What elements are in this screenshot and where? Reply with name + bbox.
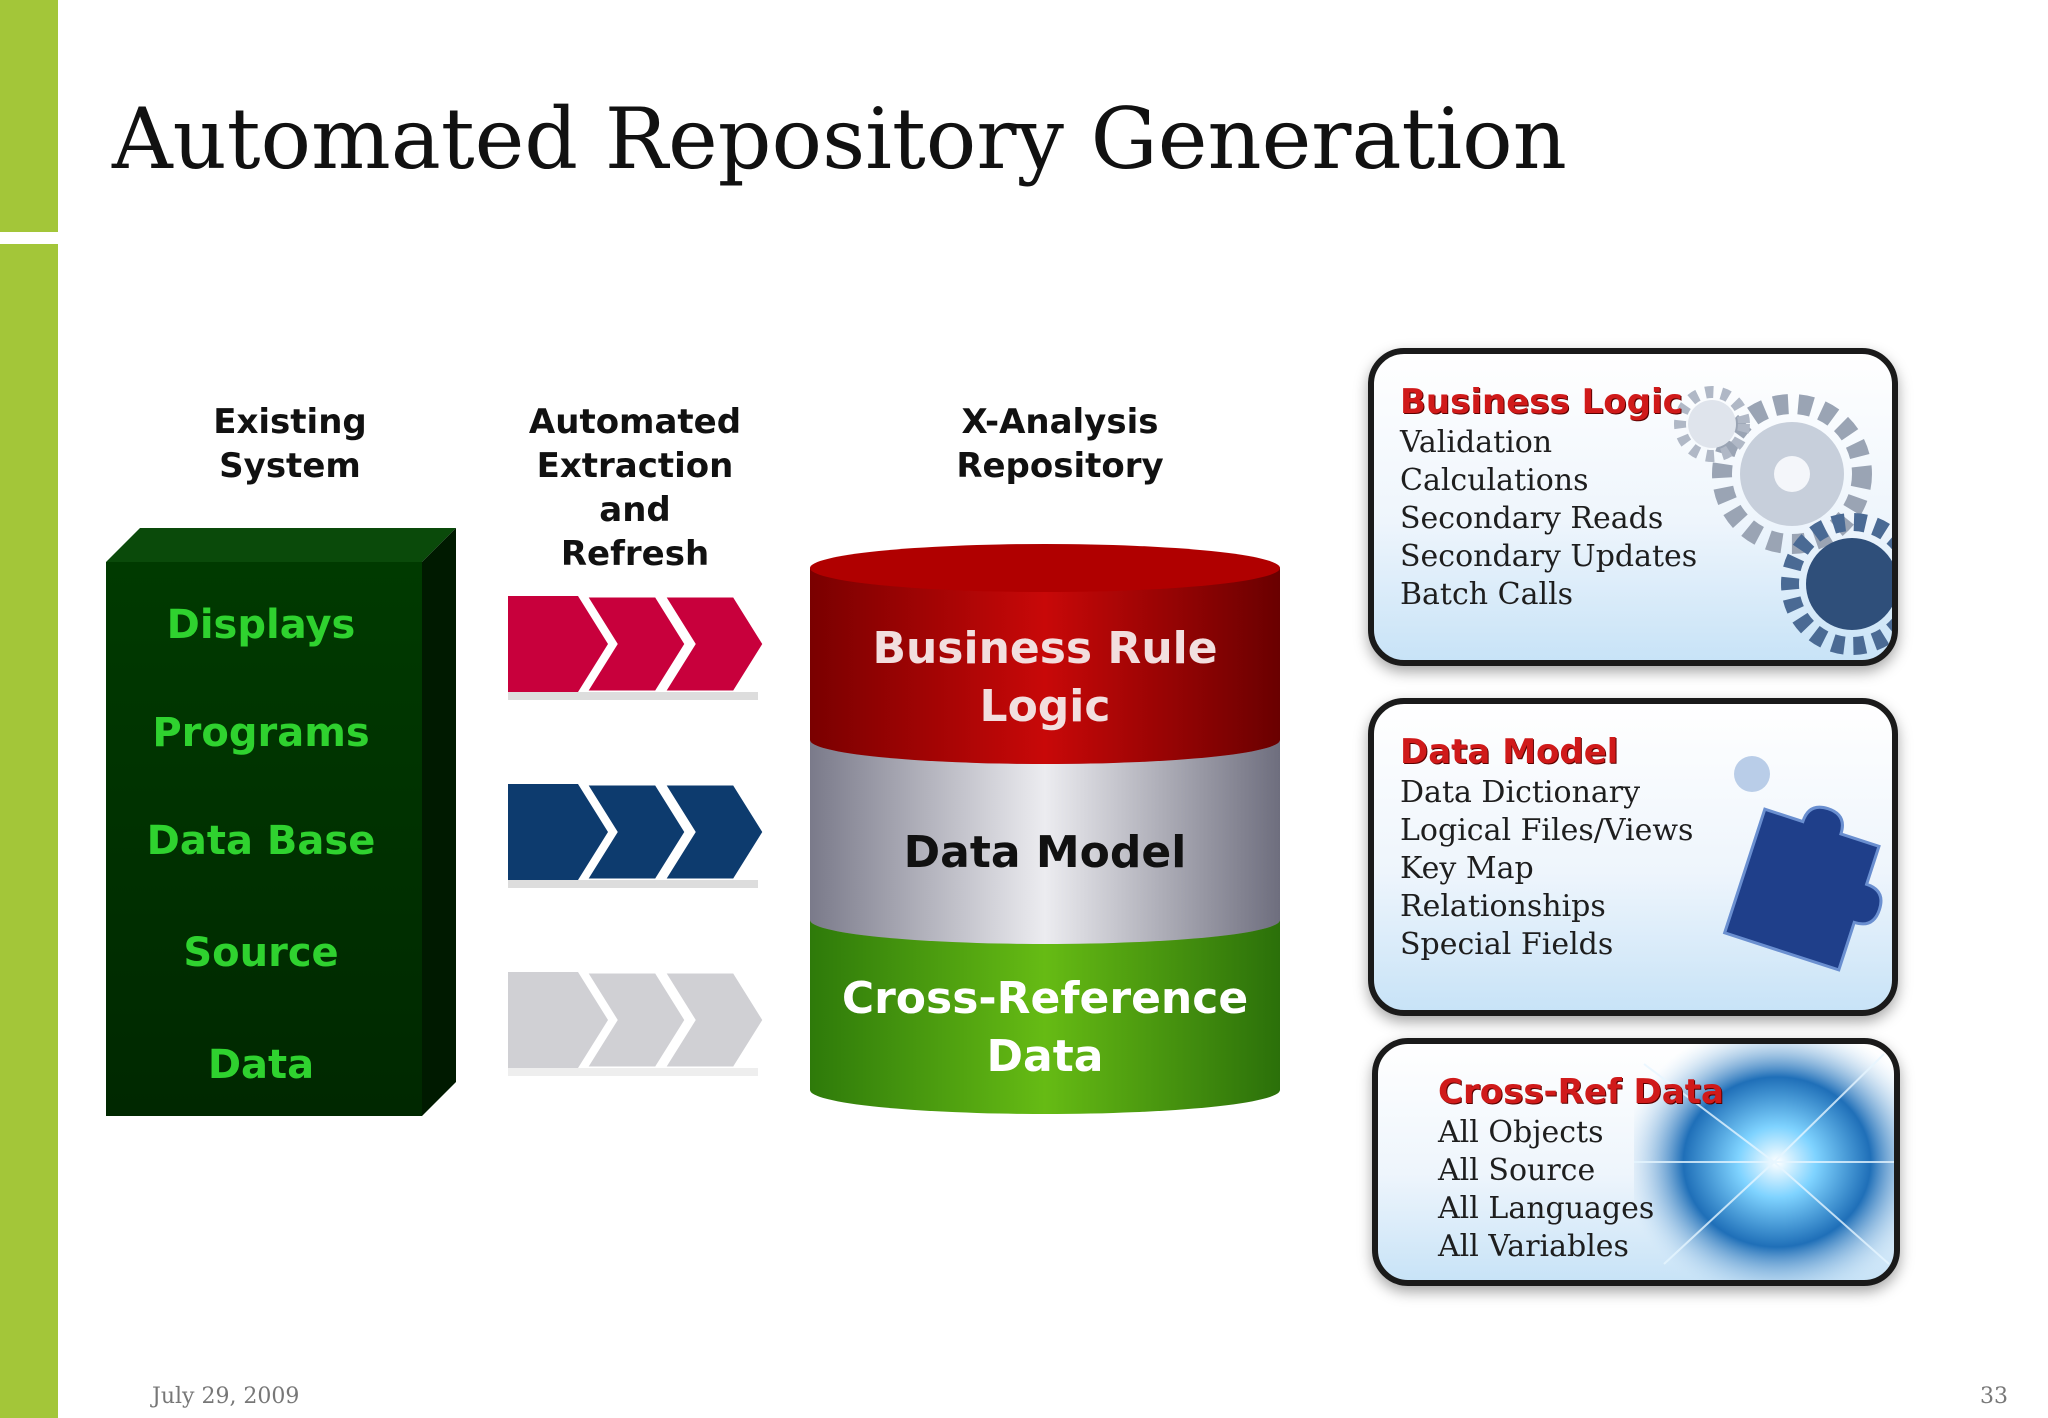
- gray-chevron-arrows-icon: [508, 972, 766, 1076]
- panel-item-special-fields: Special Fields: [1400, 927, 1614, 962]
- gears-icon: [1674, 386, 1892, 655]
- panel-item-key-map: Key Map: [1400, 851, 1534, 886]
- panel-item-all-languages: All Languages: [1438, 1191, 1655, 1226]
- existing-system-box-shape: [106, 528, 456, 1116]
- data-model-layer: [810, 740, 1280, 944]
- panel-item-validation: Validation: [1400, 425, 1553, 460]
- data-burst-icon: [1634, 1044, 1894, 1280]
- existing-item-programs: Programs: [152, 710, 370, 756]
- cross-reference-layer: [810, 920, 1280, 1114]
- column-header-existing-system: Existing System: [213, 402, 367, 486]
- panel-title-business-logic: Business Logic: [1400, 382, 1683, 422]
- puzzle-icon: [1722, 756, 1883, 972]
- panel-item-data-dictionary: Data Dictionary: [1400, 775, 1641, 810]
- panel-title-cross-ref-data: Cross-Ref Data: [1438, 1072, 1724, 1112]
- accent-bar-top: [0, 0, 58, 232]
- panel-list-data-model: Data Dictionary Logical Files/Views Key …: [1400, 774, 1693, 964]
- footer-date: July 29, 2009: [152, 1384, 300, 1409]
- panel-title-data-model: Data Model: [1400, 732, 1619, 772]
- blue-chevron-arrows-icon: [508, 784, 766, 888]
- panel-item-logical-files-views: Logical Files/Views: [1400, 813, 1694, 848]
- panel-data-model: Data Model Data Dictionary Logical Files…: [1368, 698, 1898, 1016]
- panel-item-secondary-reads: Secondary Reads: [1400, 501, 1664, 536]
- panel-item-all-source: All Source: [1438, 1153, 1596, 1188]
- repository-cylinder: [810, 544, 1280, 1114]
- existing-item-data-base: Data Base: [146, 818, 376, 864]
- accent-bar-bottom: [0, 244, 58, 1418]
- existing-item-displays: Displays: [166, 602, 356, 648]
- panel-item-all-objects: All Objects: [1438, 1115, 1604, 1150]
- accent-bar-gap: [0, 232, 58, 244]
- panel-item-secondary-updates: Secondary Updates: [1400, 539, 1698, 574]
- column-header-automated-extraction: Automated Extraction and Refresh: [528, 402, 742, 574]
- layer-label-cross-reference: Cross-Reference Data: [841, 973, 1249, 1082]
- panel-list-business-logic: Validation Calculations Secondary Reads …: [1400, 424, 1697, 614]
- existing-item-data: Data: [207, 1042, 315, 1088]
- existing-item-source: Source: [183, 930, 339, 976]
- panel-item-calculations: Calculations: [1400, 463, 1589, 498]
- panel-item-all-variables: All Variables: [1438, 1229, 1629, 1264]
- panel-cross-ref-data: Cross-Ref Data All Objects All Source Al…: [1372, 1038, 1900, 1286]
- panel-list-cross-ref-data: All Objects All Source All Languages All…: [1438, 1114, 1654, 1266]
- page-number: 33: [1980, 1384, 2008, 1409]
- panel-item-relationships: Relationships: [1400, 889, 1606, 924]
- layer-label-data-model: Data Model: [903, 827, 1187, 878]
- layer-label-business-rule: Business Rule Logic: [872, 623, 1218, 732]
- existing-system-box: Displays Programs Data Base Source Data: [106, 528, 456, 1116]
- red-chevron-arrows-icon: [508, 596, 766, 700]
- panel-item-batch-calls: Batch Calls: [1400, 577, 1574, 612]
- business-rule-layer: [810, 568, 1280, 764]
- panel-business-logic: Business Logic Validation Calculations S…: [1368, 348, 1898, 666]
- column-header-repository: X-Analysis Repository: [956, 402, 1164, 486]
- slide-title: Automated Repository Generation: [112, 90, 1567, 188]
